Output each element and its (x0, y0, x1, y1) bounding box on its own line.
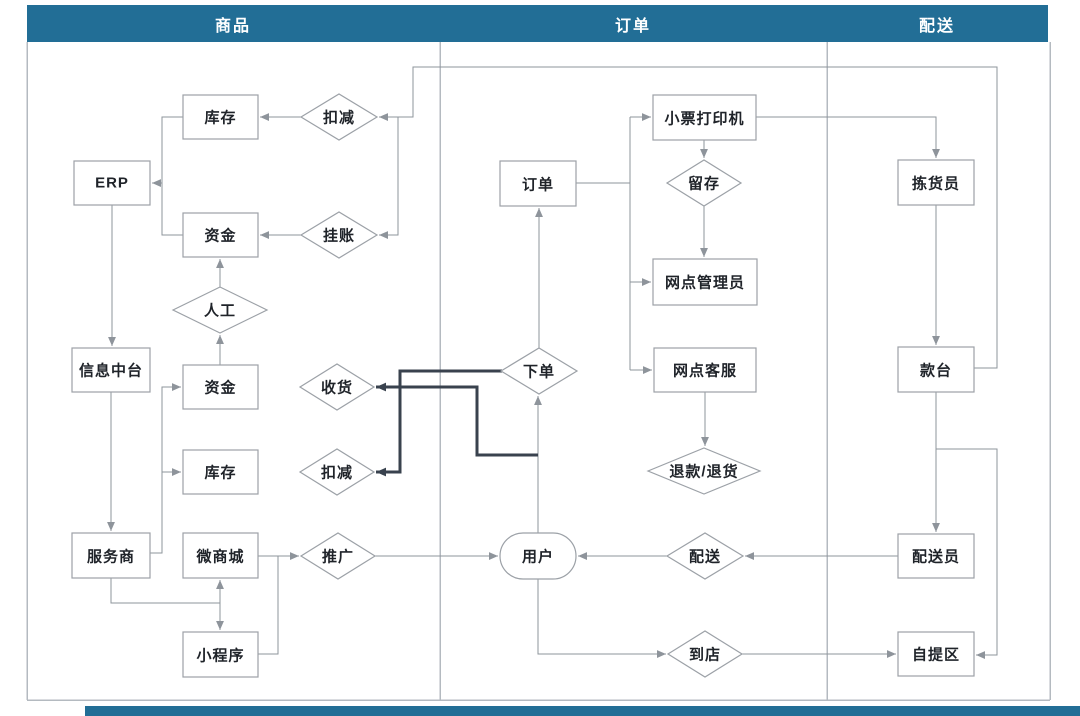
flow-connector (258, 556, 279, 655)
swimlane-header-bar: 商品 订单 配送 (27, 5, 1048, 42)
node-shape-daodian (666, 630, 744, 678)
flow-connector (161, 116, 183, 236)
node-label-zijin-mid: 资金 (204, 379, 237, 397)
node-shape-dingdan (499, 160, 577, 207)
node-shape-tuiguang (299, 532, 377, 580)
node-label-xiaopiao-dayinji: 小票打印机 (664, 110, 745, 127)
node-label-yonghu: 用户 (521, 548, 555, 566)
flow-connector (936, 448, 998, 659)
node-label-tuikuan-tuihuo: 退款/退货 (669, 463, 739, 481)
node-shape-guazhang (299, 211, 379, 259)
node-label-jianhuoyuan: 拣货员 (911, 175, 961, 192)
flow-connector-highlight (376, 382, 538, 457)
node-shape-koujian-top (299, 93, 379, 141)
node-shape-rengong (171, 286, 269, 334)
node-shape-tuikuan-tuihuo (646, 447, 762, 495)
lane-title-orders: 订单 (614, 17, 652, 35)
node-label-kucun-top: 库存 (204, 109, 237, 127)
flow-connector (379, 117, 399, 239)
node-label-koujian-mid: 扣减 (320, 464, 354, 482)
node-label-erp: ERP (95, 174, 129, 192)
node-shape-wangdian-guanliyuan (652, 258, 758, 306)
flow-connector (537, 579, 666, 658)
node-shape-yonghu (499, 532, 577, 580)
node-shape-liucun (665, 159, 743, 207)
node-label-xinxi-zhongtai: 信息中台 (78, 362, 144, 380)
node-label-wangdian-guanliyuan: 网点管理员 (664, 274, 746, 292)
node-label-kucun-mid: 库存 (204, 464, 237, 482)
node-label-rengong: 人工 (203, 302, 237, 320)
node-shape-xiaochengxu (182, 631, 259, 678)
node-label-wangdian-kefu: 网点客服 (672, 362, 738, 380)
node-shape-wangdian-kefu (653, 347, 757, 393)
lane-title-products: 商品 (214, 17, 252, 35)
node-shape-peisongyuan (897, 533, 975, 579)
node-shape-shouhuo (298, 363, 376, 411)
node-label-guazhang: 挂账 (322, 227, 356, 245)
node-label-zijin-top: 资金 (204, 227, 237, 245)
flow-connector (110, 578, 220, 604)
bottom-accent-bar (85, 706, 1080, 716)
node-shape-koujian-mid (298, 448, 376, 496)
lane-title-delivery: 配送 (918, 17, 956, 35)
node-label-peisongyuan: 配送员 (911, 548, 961, 566)
node-label-tuiguang: 推广 (321, 548, 355, 566)
node-shape-kuantai (897, 346, 975, 393)
node-label-xiadan: 下单 (522, 363, 556, 381)
node-shape-xinxi-zhongtai (71, 347, 151, 393)
flow-connector (756, 116, 940, 158)
node-label-kuantai: 款台 (919, 362, 953, 379)
node-shape-zijin-mid (182, 364, 259, 410)
node-label-daodian: 到店 (688, 646, 722, 664)
node-label-liucun: 留存 (687, 175, 721, 193)
node-shape-erp (73, 160, 151, 206)
node-shape-kucun-top (182, 94, 259, 140)
flow-connector (576, 117, 631, 370)
node-label-dingdan: 订单 (521, 176, 555, 193)
node-label-shouhuo: 收货 (320, 379, 354, 397)
node-label-weishangcheng: 微商城 (196, 548, 245, 565)
node-shape-fuwushang (71, 532, 151, 579)
node-label-peisong: 配送 (688, 548, 722, 566)
node-label-zitiqu: 自提区 (911, 646, 961, 664)
node-shape-xiaopiao-dayinji (652, 94, 757, 141)
flow-connector-highlight (376, 369, 502, 477)
node-label-koujian-top: 扣减 (322, 109, 356, 127)
node-label-xiaochengxu: 小程序 (196, 647, 245, 664)
node-shape-weishangcheng (182, 532, 259, 579)
node-shape-zitiqu (897, 631, 975, 677)
node-shape-peisong (665, 532, 745, 580)
node-shape-kucun-mid (182, 449, 259, 495)
flow-connector (148, 383, 181, 554)
flow-connector (379, 66, 998, 369)
node-shape-jianhuoyuan (897, 159, 975, 206)
node-shape-zijin-top (182, 212, 259, 258)
node-label-fuwushang: 服务商 (86, 548, 136, 565)
node-shape-xiadan (499, 347, 579, 395)
